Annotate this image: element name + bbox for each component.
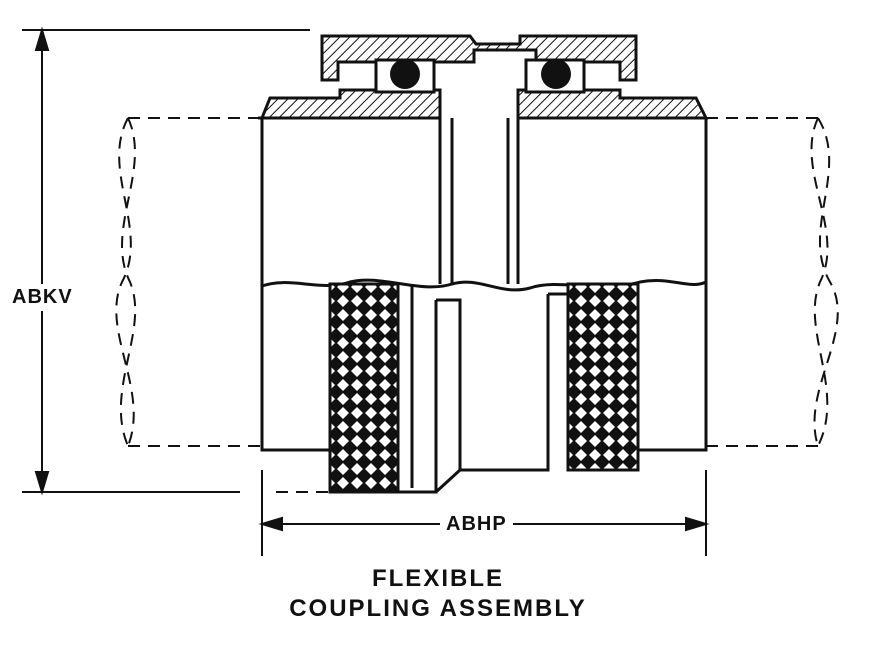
pipe-left bbox=[115, 117, 262, 447]
caption: FLEXIBLE COUPLING ASSEMBLY bbox=[0, 564, 876, 624]
caption-line-2: COUPLING ASSEMBLY bbox=[289, 595, 587, 622]
o-ring-right bbox=[541, 59, 571, 89]
label-abhp: ABHP bbox=[440, 513, 513, 536]
clamp-housing bbox=[320, 34, 638, 82]
cutaway-section bbox=[328, 282, 640, 494]
caption-line-1: FLEXIBLE bbox=[371, 565, 504, 592]
dimension-abkv bbox=[22, 26, 310, 496]
flange-left bbox=[259, 88, 442, 120]
pipe-right bbox=[706, 117, 839, 447]
o-ring-left bbox=[390, 59, 420, 89]
flange-right bbox=[516, 88, 709, 120]
label-abkv: ABKV bbox=[8, 284, 77, 311]
